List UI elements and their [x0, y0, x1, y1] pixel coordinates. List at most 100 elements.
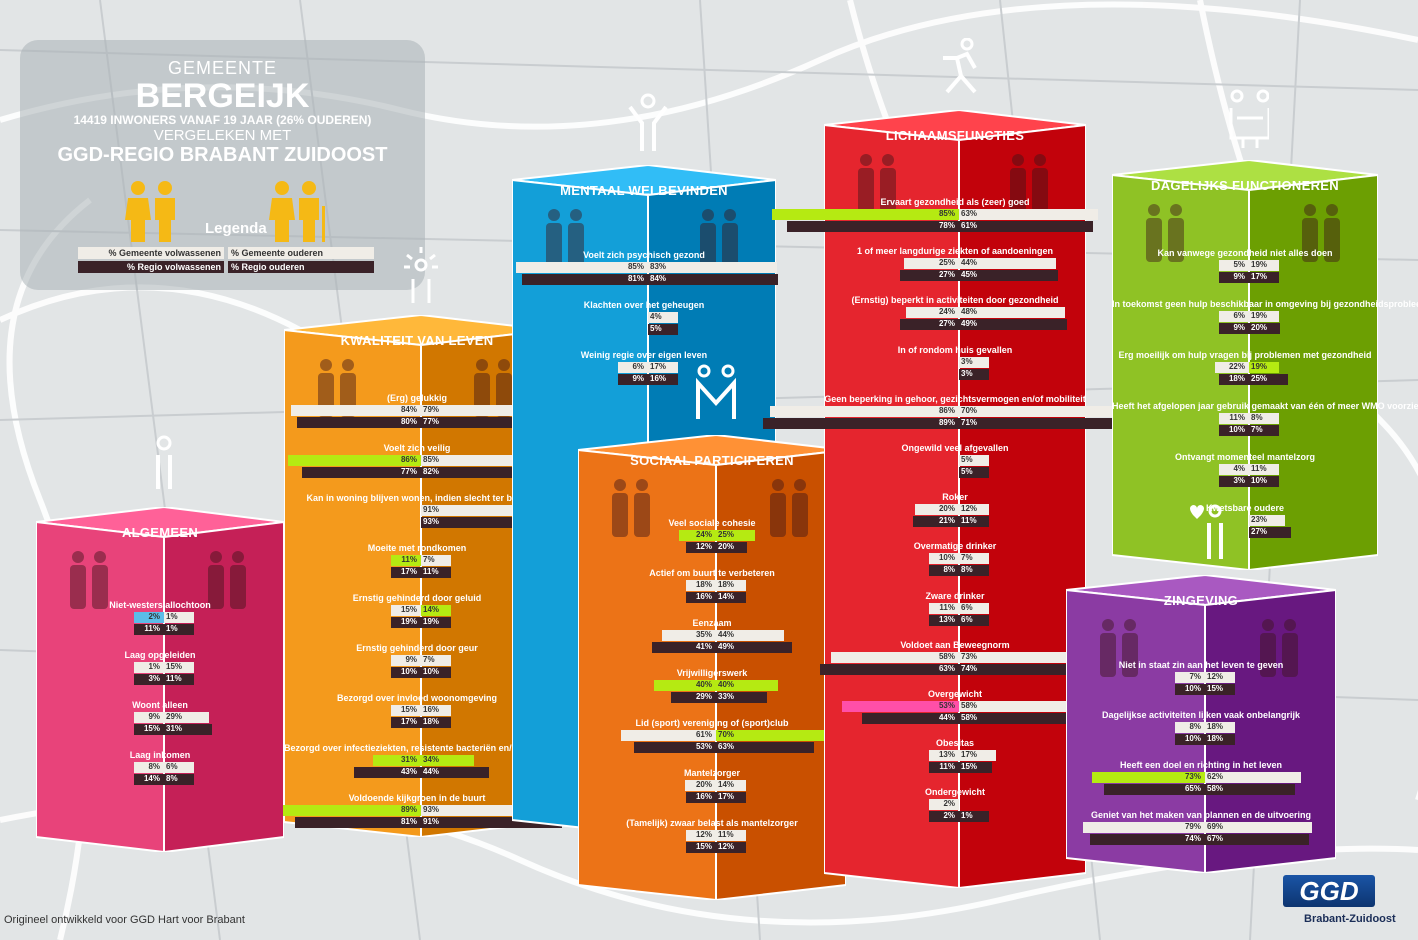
- elderly-regio-bar: [1249, 476, 1279, 487]
- adults-gemeente-value: 15%: [400, 705, 417, 714]
- adults-regio-bar: [301, 467, 421, 478]
- adults-gemeente-bar: [929, 750, 959, 762]
- elderly-gemeente-bar: [164, 612, 194, 623]
- elderly-gemeente-bar: [421, 505, 563, 516]
- indicator-label: Lid (sport) vereniging of (sport)club: [635, 718, 789, 728]
- elderly-regio-value: 6%: [961, 614, 973, 624]
- adults-gemeente-bar: [929, 553, 959, 565]
- adults-gemeente-bar: [831, 651, 959, 663]
- elderly-regio-bar: [959, 467, 989, 478]
- adults-regio-value: 21%: [938, 516, 955, 526]
- adults-regio-value: 27%: [938, 270, 955, 280]
- block-title: DAGELIJKS FUNCTIONEREN: [1151, 178, 1339, 193]
- legend-gemeente-ouderen: % Gemeente ouderen: [228, 247, 374, 259]
- elderly-regio-bar: [421, 417, 541, 428]
- elderly-regio-value: 18%: [1207, 734, 1224, 743]
- desk-icon: [1229, 89, 1269, 148]
- adults-regio-bar: [912, 516, 959, 528]
- elderly-gemeente-value: 6%: [961, 602, 973, 612]
- elderly-gemeente-value: 44%: [718, 630, 735, 639]
- footer-credit: Origineel ontwikkeld voor GGD Hart voor …: [4, 914, 245, 926]
- adults-gemeente-bar: [686, 580, 716, 591]
- legend-row-gemeente: % Gemeente volwassenen% Gemeente ouderen: [78, 247, 378, 259]
- adults-gemeente-bar: [134, 712, 164, 723]
- indicator-label: Zware drinker: [925, 590, 985, 601]
- adults-silhouette: [1100, 619, 1138, 677]
- elderly-regio-value: 8%: [961, 565, 973, 575]
- elderly-gemeente-bar: [959, 701, 1087, 712]
- arms-icon: [628, 93, 668, 151]
- elderly-gemeente-value: 18%: [718, 580, 735, 589]
- elderly-gemeente-value: 19%: [1251, 260, 1268, 269]
- indicator-label: In toekomst geen hulp beschikbaar in omg…: [1112, 299, 1418, 309]
- elderly-regio-value: 25%: [1251, 374, 1268, 383]
- elderly-regio-value: 1%: [961, 811, 973, 821]
- elderly-regio-value: 44%: [423, 767, 440, 776]
- elderly-regio-value: 71%: [961, 417, 978, 427]
- adults-regio-value: 16%: [695, 592, 712, 601]
- elderly-regio-bar: [959, 614, 989, 626]
- elderly-regio-bar: [1249, 425, 1279, 436]
- elderly-regio-bar: [421, 617, 451, 628]
- elderly-regio-value: 84%: [650, 274, 667, 283]
- adults-gemeente-value: 1%: [148, 662, 160, 671]
- elderly-regio-value: 58%: [961, 713, 978, 722]
- elderly-gemeente-value: 8%: [1251, 413, 1263, 422]
- adults-gemeente-bar: [904, 258, 959, 270]
- elderly-regio-value: 12%: [718, 842, 735, 851]
- elderly-gemeente-bar: [716, 580, 746, 591]
- adults-regio-bar: [391, 617, 421, 628]
- elderly-gemeente-value: 14%: [423, 605, 440, 614]
- adults-gemeente-value: 20%: [695, 780, 712, 789]
- adults-gemeente-bar: [686, 830, 716, 841]
- indicator-label: Bezorgd over infectieziekten, resistente…: [284, 743, 553, 753]
- elderly-gemeente-bar: [421, 605, 451, 616]
- elderly-regio-value: 19%: [423, 617, 440, 626]
- elderly-silhouette: [1260, 619, 1298, 677]
- adults-gemeente-bar: [678, 530, 716, 541]
- elderly-regio-value: 5%: [650, 324, 662, 333]
- indicator-label: (Erg) gelukkig: [386, 393, 447, 403]
- adults-regio-bar: [1219, 374, 1249, 385]
- indicator-label: Laag inkomen: [129, 750, 191, 760]
- elderly-gemeente-bar: [1205, 722, 1235, 733]
- elderly-gemeente-value: 1%: [166, 612, 178, 621]
- elderly-gemeente-value: 17%: [650, 362, 667, 371]
- indicator-label: Kan vanwege gezondheid niet alles doen: [1157, 248, 1333, 258]
- adults-regio-bar: [618, 374, 648, 385]
- block-title: LICHAAMSFUNCTIES: [885, 128, 1025, 143]
- adults-gemeente-value: 13%: [938, 750, 955, 760]
- elderly-gemeente-bar: [959, 307, 1065, 319]
- elderly-gemeente-value: 6%: [166, 762, 178, 771]
- gemeente-label: GEMEENTE: [167, 58, 277, 78]
- adults-regio-bar: [391, 717, 421, 728]
- elderly-gemeente-value: 44%: [961, 258, 978, 268]
- elderly-regio-bar: [421, 817, 563, 828]
- column-shape: [1066, 575, 1336, 873]
- person-icon: [156, 435, 172, 489]
- indicator-label: Ontvangt momenteel mantelzorg: [1174, 452, 1316, 462]
- adults-regio-value: 29%: [695, 692, 712, 701]
- adults-regio-bar: [1175, 734, 1205, 745]
- adults-gemeente-bar: [1175, 722, 1205, 733]
- elderly-regio-bar: [164, 774, 194, 785]
- elderly-gemeente-value: 40%: [718, 680, 735, 689]
- adults-gemeente-value: 8%: [148, 762, 160, 771]
- elderly-gemeente-value: 14%: [718, 780, 735, 789]
- elderly-gemeente-bar: [164, 712, 209, 723]
- adults-regio-bar: [763, 417, 959, 429]
- elderly-gemeente-value: 85%: [423, 455, 440, 464]
- adults-regio-value: 17%: [400, 567, 417, 576]
- adults-regio-bar: [652, 642, 716, 653]
- elderly-gemeente-value: 58%: [961, 701, 978, 710]
- indicator-label: (Tamelijk) zwaar belast als mantelzorger: [626, 818, 798, 828]
- indicator-label: Veel sociale cohesie: [668, 518, 756, 528]
- adults-regio-bar: [1219, 272, 1249, 283]
- indicator-label: Obesitas: [935, 738, 975, 749]
- elderly-gemeente-value: 70%: [961, 405, 978, 415]
- elderly-regio-bar: [648, 274, 779, 285]
- indicator-label: Voelt zich veilig: [383, 443, 451, 453]
- elderly-regio-value: 11%: [166, 674, 182, 683]
